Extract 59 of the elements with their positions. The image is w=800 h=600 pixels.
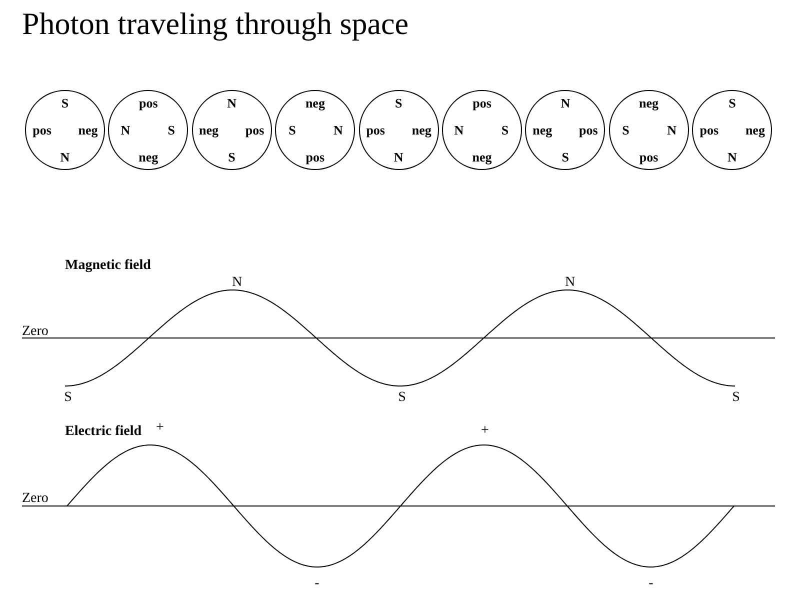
pole-label: N xyxy=(334,124,343,136)
circle-node xyxy=(525,90,606,170)
pole-label: S xyxy=(728,96,736,110)
circle-node xyxy=(358,90,439,170)
pole-label: neg xyxy=(532,124,552,136)
pole-label: pos xyxy=(32,124,52,136)
circle-node xyxy=(108,90,188,170)
circle-node xyxy=(192,90,272,170)
pole-label: S xyxy=(168,124,175,136)
pole-label: pos xyxy=(639,150,658,164)
pole-label: pos xyxy=(306,150,325,164)
circle-node xyxy=(608,90,689,170)
wave-label: S xyxy=(64,391,72,405)
pole-label: pos xyxy=(139,96,158,110)
pole-label: S xyxy=(288,124,296,136)
pole-label: S xyxy=(61,96,69,110)
pole-label: N xyxy=(394,150,404,164)
pole-label: N xyxy=(454,124,464,136)
pole-label: neg xyxy=(472,150,492,164)
pole-label: S xyxy=(562,150,569,164)
circle-node xyxy=(275,90,356,170)
pole-label: pos xyxy=(700,124,719,136)
pole-label: S xyxy=(228,150,236,164)
axis-label: Zero xyxy=(22,325,48,339)
pole-label: N xyxy=(227,96,236,110)
circle-node xyxy=(692,90,772,170)
pole-label: pos xyxy=(366,124,385,136)
wave-label: S xyxy=(398,391,406,405)
pole-label: neg xyxy=(78,124,98,136)
wave-label: N xyxy=(564,276,576,290)
pole-label: S xyxy=(622,124,630,136)
axis-title: Electric field xyxy=(65,425,142,439)
pole-label: neg xyxy=(639,96,659,110)
pole-label: N xyxy=(60,150,70,164)
pole-label: pos xyxy=(472,96,492,110)
pole-label: N xyxy=(667,124,676,136)
pole-label: S xyxy=(394,96,402,110)
pole-label: S xyxy=(501,124,509,136)
circle-node xyxy=(442,90,522,170)
pole-label: neg xyxy=(199,124,219,136)
circle-node xyxy=(25,90,105,170)
axis-label: Zero xyxy=(22,492,48,506)
pole-label: neg xyxy=(412,124,432,136)
wave-label: - xyxy=(314,577,320,591)
pole-label: neg xyxy=(305,96,325,110)
pole-label: neg xyxy=(138,150,158,164)
title: Photon traveling through space xyxy=(22,6,409,42)
wave-label: + xyxy=(481,424,489,438)
axis-title: Magnetic field xyxy=(65,259,151,273)
pole-label: neg xyxy=(745,124,765,136)
pole-label: pos xyxy=(245,124,264,136)
wave-label: - xyxy=(648,577,654,591)
wave-label: + xyxy=(156,421,164,435)
pole-label: N xyxy=(728,150,737,164)
wave-label: S xyxy=(732,391,740,405)
pole-label: N xyxy=(560,96,570,110)
pole-label: N xyxy=(120,124,130,136)
pole-label: pos xyxy=(579,124,598,136)
wave-label: N xyxy=(232,276,242,290)
